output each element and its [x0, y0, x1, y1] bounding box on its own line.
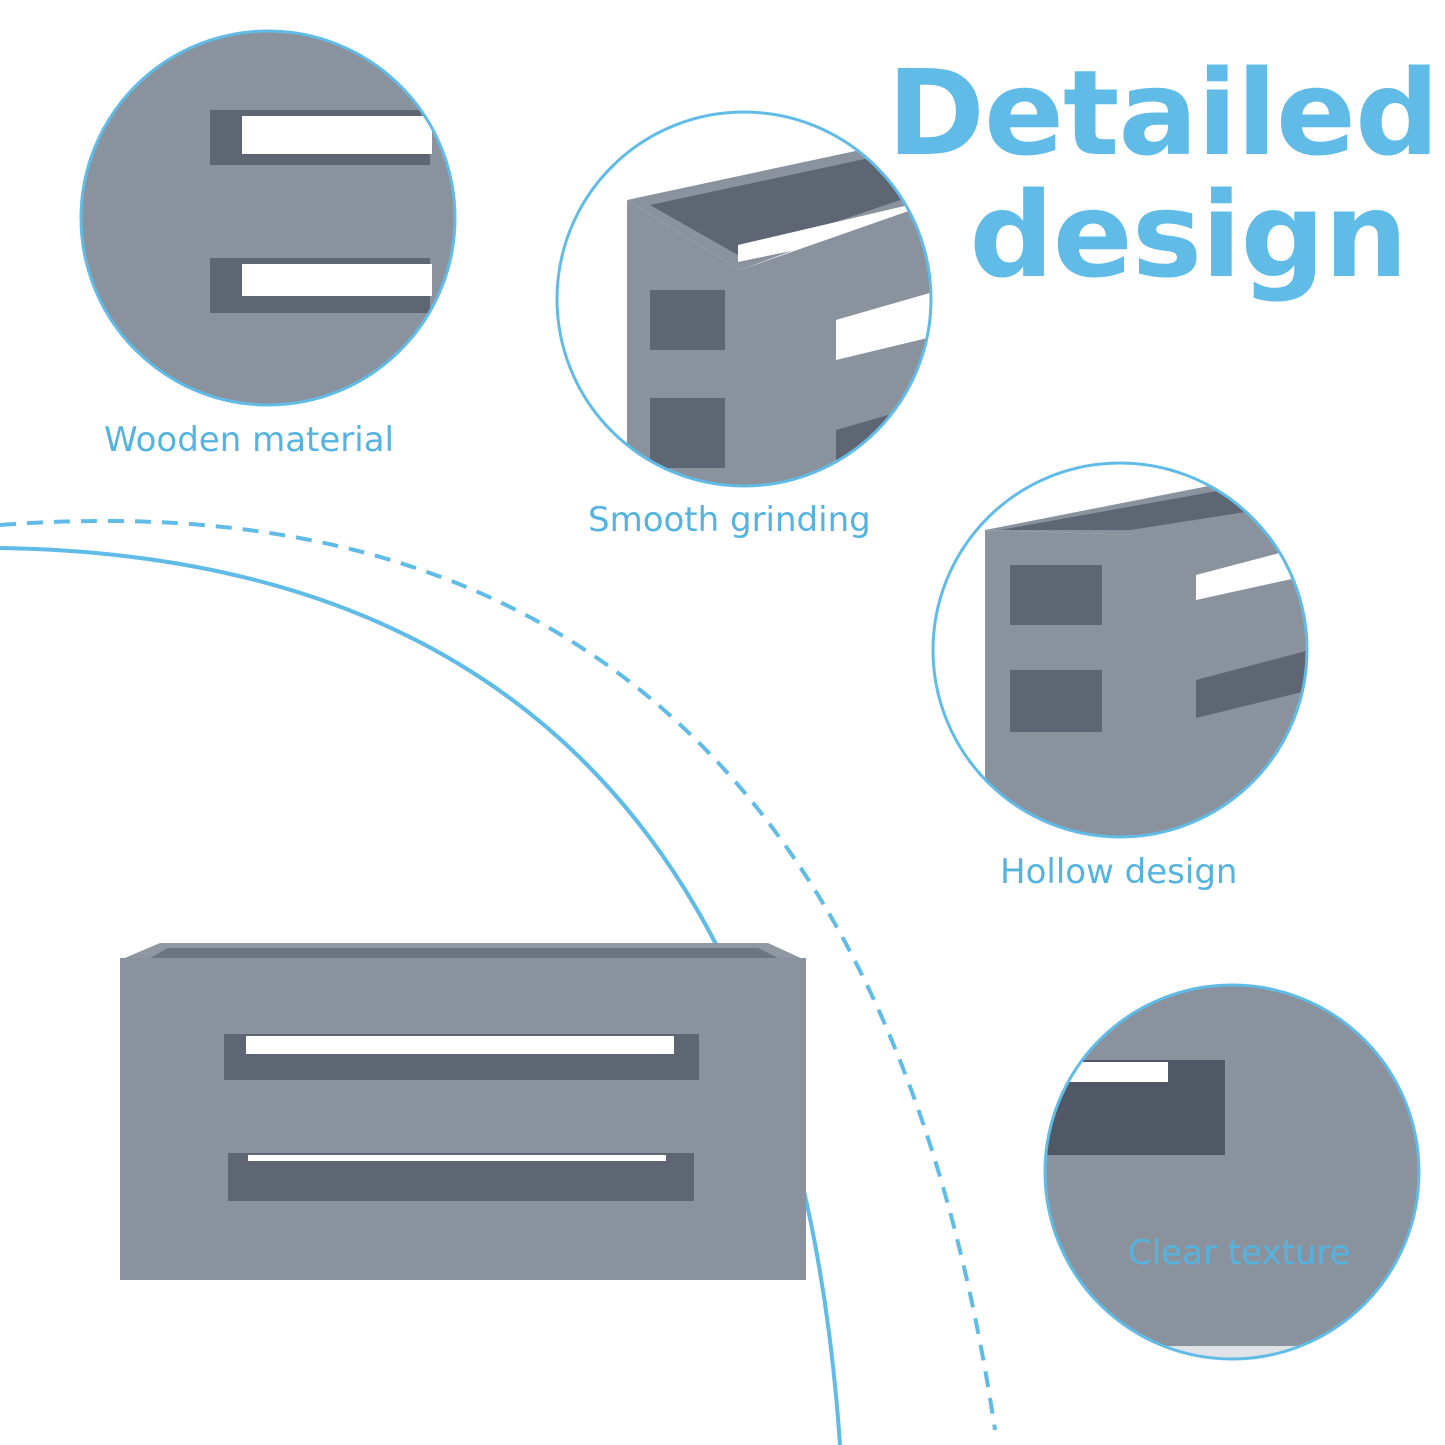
caption-smooth-grinding: Smooth grinding — [588, 500, 871, 540]
caption-clear-texture: Clear texture — [1128, 1233, 1351, 1273]
caption-hollow-design: Hollow design — [1000, 852, 1238, 892]
headline-line-1: Detailed — [887, 44, 1439, 182]
headline-line-2: design — [969, 166, 1408, 304]
caption-wooden-material: Wooden material — [104, 420, 394, 460]
headline: Detailed design — [887, 44, 1439, 304]
